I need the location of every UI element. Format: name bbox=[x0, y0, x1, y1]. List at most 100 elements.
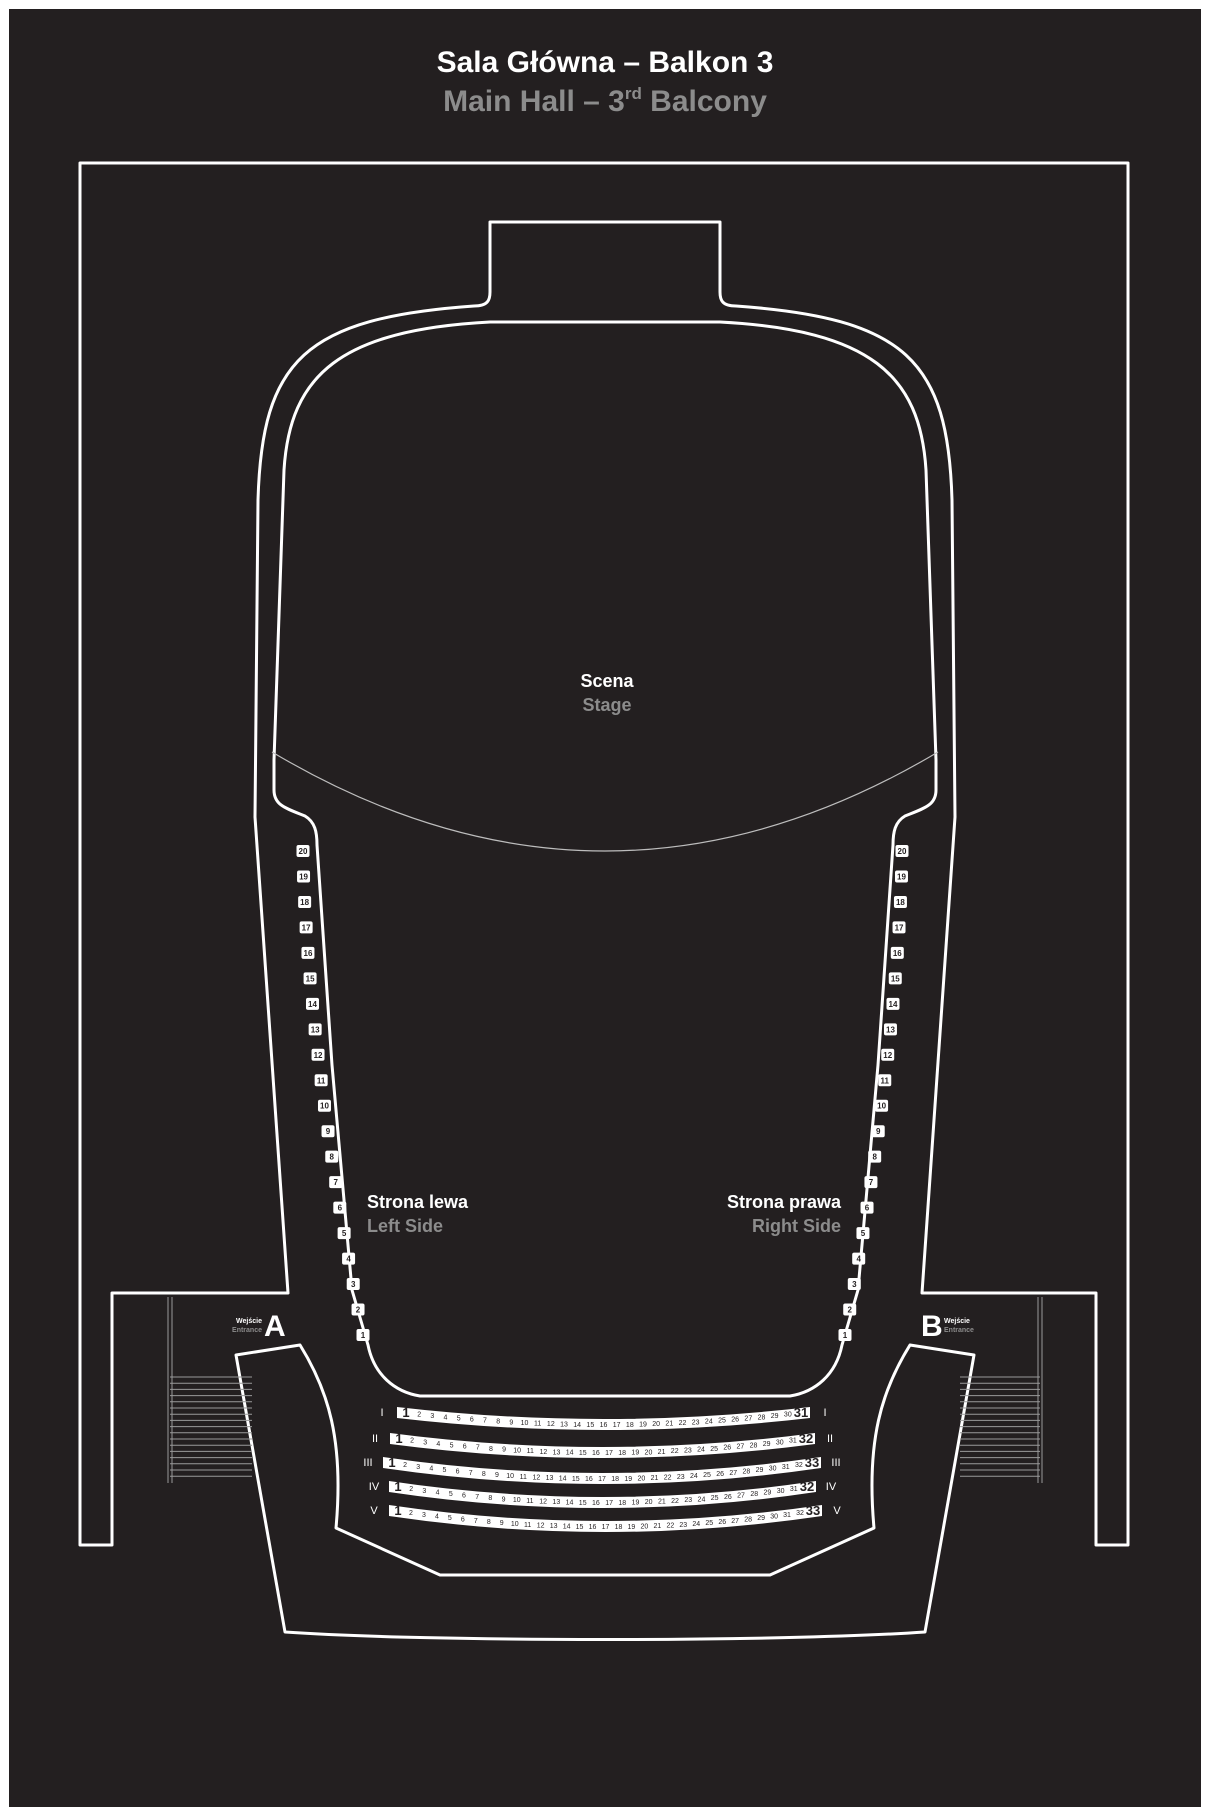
side-seat[interactable]: 2 bbox=[351, 1303, 365, 1316]
seat[interactable]: 32 bbox=[800, 1479, 814, 1494]
seat[interactable]: 29 bbox=[771, 1413, 779, 1420]
seat[interactable]: 17 bbox=[605, 1500, 613, 1507]
seat[interactable]: 29 bbox=[764, 1490, 772, 1497]
seat[interactable]: 31 bbox=[789, 1438, 797, 1445]
seat[interactable]: 23 bbox=[692, 1419, 700, 1426]
seat[interactable]: 13 bbox=[546, 1475, 554, 1482]
side-seat[interactable]: 8 bbox=[868, 1150, 882, 1163]
seat[interactable]: 20 bbox=[637, 1475, 645, 1482]
side-seat[interactable]: 18 bbox=[893, 895, 907, 908]
seat[interactable]: 20 bbox=[652, 1421, 660, 1428]
side-seat[interactable]: 1 bbox=[356, 1329, 370, 1341]
seat[interactable]: 17 bbox=[605, 1450, 613, 1457]
seat[interactable]: 5 bbox=[448, 1515, 452, 1522]
seat[interactable]: 6 bbox=[456, 1468, 460, 1475]
seat[interactable]: 12 bbox=[532, 1474, 540, 1481]
seat[interactable]: 31 bbox=[782, 1464, 790, 1471]
seat[interactable]: 12 bbox=[537, 1522, 545, 1529]
seat[interactable]: 31 bbox=[783, 1512, 791, 1519]
seat[interactable]: 15 bbox=[579, 1500, 587, 1507]
seat[interactable]: 20 bbox=[641, 1523, 649, 1530]
seat[interactable]: 18 bbox=[618, 1450, 626, 1457]
seat[interactable]: 24 bbox=[698, 1496, 706, 1503]
seat[interactable]: 14 bbox=[573, 1422, 581, 1429]
seat[interactable]: 18 bbox=[611, 1476, 619, 1483]
seat[interactable]: 14 bbox=[566, 1450, 574, 1457]
seat[interactable]: 9 bbox=[495, 1472, 499, 1479]
seat[interactable]: 11 bbox=[534, 1421, 541, 1428]
side-seat[interactable]: 20 bbox=[296, 845, 310, 857]
seat[interactable]: 7 bbox=[475, 1494, 479, 1501]
seat[interactable]: 30 bbox=[777, 1488, 785, 1495]
side-seat[interactable]: 5 bbox=[856, 1227, 870, 1240]
seat[interactable]: 8 bbox=[482, 1471, 486, 1478]
seat[interactable]: 7 bbox=[476, 1445, 480, 1452]
seat[interactable]: 32 bbox=[795, 1462, 803, 1469]
seat[interactable]: 26 bbox=[718, 1519, 726, 1526]
seat[interactable]: 22 bbox=[671, 1448, 679, 1455]
seat[interactable]: 30 bbox=[770, 1513, 778, 1520]
seat[interactable]: 4 bbox=[444, 1414, 448, 1421]
seat[interactable]: 29 bbox=[756, 1467, 764, 1474]
seat[interactable]: 13 bbox=[560, 1422, 568, 1429]
seat[interactable]: 30 bbox=[776, 1439, 784, 1446]
seat[interactable]: 23 bbox=[684, 1448, 692, 1455]
side-seat[interactable]: 16 bbox=[301, 946, 315, 959]
seat[interactable]: 15 bbox=[586, 1422, 594, 1429]
seat[interactable]: 17 bbox=[613, 1422, 621, 1429]
seat[interactable]: 22 bbox=[664, 1474, 672, 1481]
seat[interactable]: 14 bbox=[563, 1523, 571, 1530]
seat[interactable]: 16 bbox=[585, 1476, 593, 1483]
seat[interactable]: 24 bbox=[705, 1419, 713, 1426]
seat[interactable]: 32 bbox=[799, 1431, 813, 1446]
seat[interactable]: 2 bbox=[403, 1462, 407, 1469]
seat[interactable]: 8 bbox=[488, 1495, 492, 1502]
seat[interactable]: 12 bbox=[540, 1449, 548, 1456]
seat[interactable]: 3 bbox=[423, 1439, 427, 1446]
seat[interactable]: 30 bbox=[769, 1465, 777, 1472]
seat[interactable]: 26 bbox=[723, 1445, 731, 1452]
seat[interactable]: 9 bbox=[500, 1520, 504, 1527]
seat[interactable]: 6 bbox=[462, 1493, 466, 1500]
side-seat[interactable]: 8 bbox=[325, 1150, 339, 1163]
seat[interactable]: 11 bbox=[527, 1448, 534, 1455]
seat[interactable]: 6 bbox=[463, 1444, 467, 1451]
seat[interactable]: 2 bbox=[409, 1510, 413, 1517]
seat[interactable]: 3 bbox=[422, 1512, 426, 1519]
seat[interactable]: 1 bbox=[395, 1431, 402, 1446]
seat[interactable]: 28 bbox=[744, 1516, 752, 1523]
seat[interactable]: 27 bbox=[729, 1470, 737, 1477]
seat[interactable]: 21 bbox=[665, 1421, 673, 1428]
side-seat[interactable]: 17 bbox=[299, 921, 313, 934]
seat[interactable]: 32 bbox=[796, 1510, 804, 1517]
seat[interactable]: 30 bbox=[784, 1412, 792, 1419]
seat[interactable]: 28 bbox=[758, 1414, 766, 1421]
seat[interactable]: 4 bbox=[436, 1490, 440, 1497]
side-seat[interactable]: 17 bbox=[892, 921, 906, 934]
side-seat[interactable]: 15 bbox=[303, 972, 317, 985]
seat[interactable]: 8 bbox=[489, 1446, 493, 1453]
seat[interactable]: 17 bbox=[598, 1476, 606, 1483]
seat[interactable]: 22 bbox=[666, 1522, 674, 1529]
side-seat[interactable]: 14 bbox=[886, 997, 900, 1010]
side-seat[interactable]: 1 bbox=[838, 1329, 852, 1341]
seat[interactable]: 15 bbox=[572, 1476, 580, 1483]
seat[interactable]: 20 bbox=[645, 1499, 653, 1506]
seat[interactable]: 8 bbox=[487, 1519, 491, 1526]
seat[interactable]: 10 bbox=[513, 1497, 521, 1504]
seat[interactable]: 16 bbox=[600, 1422, 608, 1429]
seat[interactable]: 9 bbox=[509, 1419, 513, 1426]
side-seat[interactable]: 11 bbox=[314, 1074, 328, 1087]
seat[interactable]: 12 bbox=[547, 1421, 555, 1428]
side-seat[interactable]: 13 bbox=[883, 1023, 897, 1036]
side-seat[interactable]: 6 bbox=[860, 1201, 874, 1214]
side-seat[interactable]: 9 bbox=[321, 1125, 335, 1138]
seat[interactable]: 22 bbox=[679, 1420, 687, 1427]
seat[interactable]: 13 bbox=[552, 1499, 560, 1506]
seat[interactable]: 23 bbox=[677, 1474, 685, 1481]
side-seat[interactable]: 2 bbox=[843, 1303, 857, 1316]
seat[interactable]: 11 bbox=[524, 1522, 531, 1529]
seat[interactable]: 19 bbox=[639, 1422, 647, 1429]
side-seat[interactable]: 6 bbox=[333, 1201, 347, 1214]
seat[interactable]: 21 bbox=[651, 1475, 659, 1482]
